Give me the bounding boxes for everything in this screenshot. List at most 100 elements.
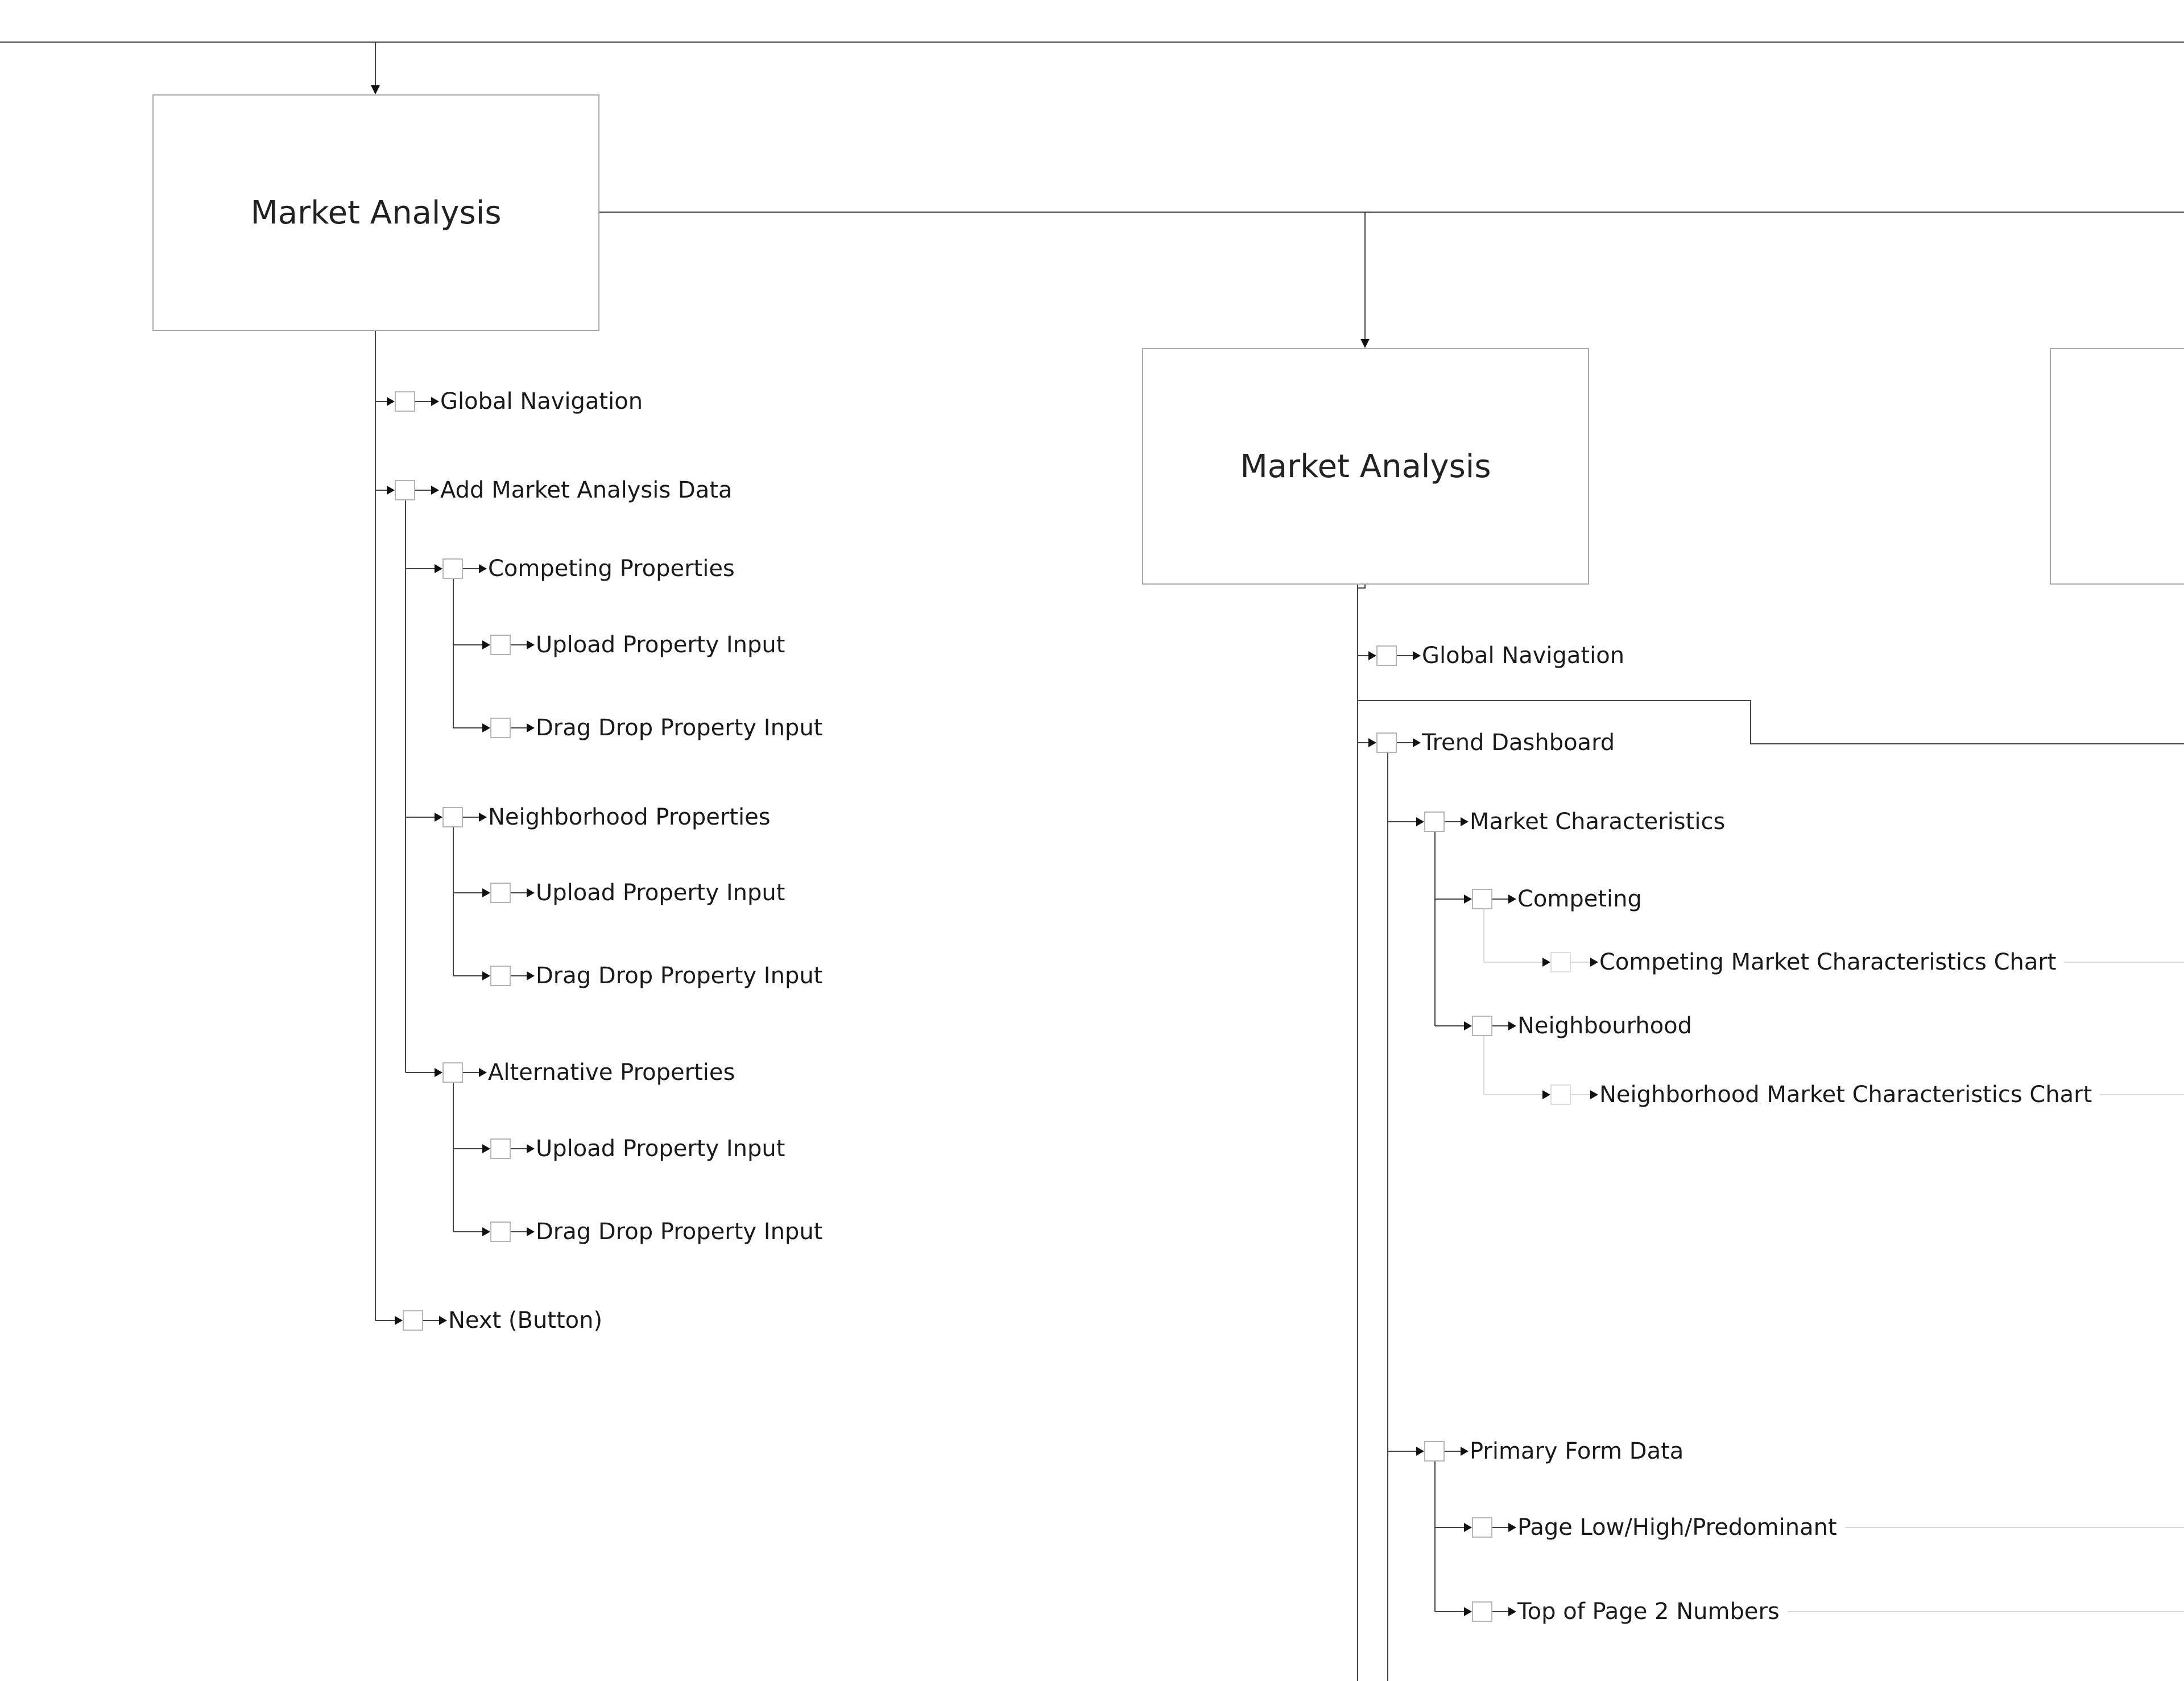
tree-node[interactable]: Neighborhood Properties: [442, 803, 771, 831]
node-label: Upload Property Input: [536, 880, 785, 906]
page-box-icon: [490, 1222, 511, 1242]
arrow-right-icon: [1464, 1021, 1472, 1030]
arrow-right-icon: [1461, 1447, 1469, 1456]
tree-node[interactable]: Page Low/High/Predominant: [1472, 1513, 1837, 1542]
arrow-right-icon: [1368, 651, 1376, 660]
page-box-icon: [1472, 1016, 1492, 1036]
node-label: Global Navigation: [440, 388, 643, 415]
node-label: Next (Button): [448, 1307, 603, 1334]
node-label: Top of Page 2 Numbers: [1517, 1599, 1780, 1625]
arrow-right-icon: [387, 486, 395, 495]
arrow-right-icon: [431, 486, 439, 495]
arrow-right-icon: [1508, 895, 1516, 904]
arrow-right-icon: [479, 564, 487, 573]
page-box-icon: [1472, 889, 1492, 909]
page-box-icon: [1424, 1441, 1445, 1461]
tree-node[interactable]: Global Navigation: [1376, 641, 1624, 670]
arrow-right-icon: [527, 1144, 535, 1153]
page-box-icon: [490, 718, 511, 738]
arrow-right-icon: [1416, 817, 1424, 826]
page-box-icon: [442, 807, 463, 827]
page-box-icon: [395, 480, 415, 500]
page-box-market-analysis-2[interactable]: Market Analysis: [1142, 348, 1589, 585]
node-label: Market Characteristics: [1470, 809, 1726, 835]
tree-node[interactable]: Competing Properties: [442, 554, 735, 583]
arrow-right-icon: [482, 640, 490, 649]
page-box-icon: [490, 883, 511, 903]
tree-node[interactable]: Competing Market Characteristics Chart: [1550, 948, 2057, 976]
arrow-right-icon: [527, 640, 535, 649]
page-box-partial[interactable]: [2050, 348, 2184, 585]
arrow-right-icon: [527, 888, 535, 897]
node-label: Drag Drop Property Input: [536, 715, 823, 741]
page-title: Market Analysis: [250, 194, 502, 231]
arrow-right-icon: [1413, 651, 1421, 660]
page-box-market-analysis[interactable]: Market Analysis: [152, 94, 599, 331]
tree-node[interactable]: Drag Drop Property Input: [490, 714, 822, 742]
arrow-right-icon: [1416, 1447, 1424, 1456]
page-box-icon: [1472, 1517, 1492, 1538]
tree-node[interactable]: Market Characteristics: [1424, 808, 1725, 836]
tree-node[interactable]: Trend Dashboard: [1376, 728, 1615, 757]
tree-trunk: [1358, 585, 1366, 589]
page-box-icon: [1550, 1084, 1571, 1105]
arrow-right-icon: [482, 723, 490, 732]
arrow-right-icon: [527, 1227, 535, 1236]
page-box-icon: [490, 635, 511, 655]
page-box-icon: [442, 1062, 463, 1083]
page-box-icon: [1376, 645, 1397, 666]
node-label: Neighbourhood: [1517, 1013, 1693, 1039]
page-title: Market Analysis: [1240, 448, 1491, 485]
tree-node[interactable]: Top of Page 2 Numbers: [1472, 1597, 1780, 1626]
arrow-right-icon: [482, 888, 490, 897]
arrow-right-icon: [435, 813, 442, 822]
page-box-icon: [1472, 1601, 1492, 1622]
node-label: Competing Market Characteristics Chart: [1599, 949, 2057, 975]
tree-node[interactable]: Neighbourhood: [1472, 1012, 1692, 1040]
node-label: Upload Property Input: [536, 1136, 785, 1162]
arrow-right-icon: [479, 1068, 487, 1077]
page-box-icon: [490, 966, 511, 986]
arrow-right-icon: [1590, 958, 1598, 967]
tree-node[interactable]: Drag Drop Property Input: [490, 962, 822, 990]
tree-node[interactable]: Add Market Analysis Data: [395, 476, 732, 504]
arrow-right-icon: [395, 1316, 403, 1325]
node-label: Drag Drop Property Input: [536, 1219, 823, 1245]
tree-node[interactable]: Next (Button): [403, 1306, 602, 1335]
node-label: Page Low/High/Predominant: [1517, 1514, 1837, 1541]
arrow-right-icon: [387, 397, 395, 406]
tree-node[interactable]: Upload Property Input: [490, 1135, 785, 1163]
tree-node[interactable]: Competing: [1472, 885, 1642, 913]
arrow-right-icon: [439, 1316, 447, 1325]
arrow-right-icon: [435, 564, 442, 573]
route-line: [1358, 700, 2184, 744]
arrow-right-icon: [1542, 958, 1550, 967]
node-label: Primary Form Data: [1470, 1438, 1684, 1464]
tree-node[interactable]: Upload Property Input: [490, 879, 785, 907]
arrow-right-icon: [1464, 1523, 1472, 1532]
page-box-icon: [490, 1138, 511, 1159]
arrow-right-icon: [1508, 1607, 1516, 1616]
arrow-right-icon: [1368, 738, 1376, 747]
page-box-icon: [1376, 732, 1397, 753]
tree-node[interactable]: Global Navigation: [395, 387, 643, 416]
arrow-right-icon: [431, 397, 439, 406]
arrow-right-icon: [527, 723, 535, 732]
arrow-right-icon: [1413, 738, 1421, 747]
arrow-right-icon: [1464, 895, 1472, 904]
node-label: Drag Drop Property Input: [536, 963, 823, 989]
arrow-right-icon: [1542, 1090, 1550, 1099]
node-label: Trend Dashboard: [1422, 730, 1615, 756]
tree-node[interactable]: Primary Form Data: [1424, 1437, 1684, 1465]
tree-node[interactable]: Upload Property Input: [490, 631, 785, 659]
node-label: Competing Properties: [488, 556, 735, 582]
arrow-right-icon: [1508, 1021, 1516, 1030]
tree-node[interactable]: Alternative Properties: [442, 1058, 735, 1087]
tree-node[interactable]: Neighborhood Market Characteristics Char…: [1550, 1080, 2092, 1109]
page-box-icon: [395, 391, 415, 412]
arrow-right-icon: [479, 813, 487, 822]
page-box-icon: [442, 558, 463, 579]
tree-node[interactable]: Drag Drop Property Input: [490, 1218, 822, 1246]
